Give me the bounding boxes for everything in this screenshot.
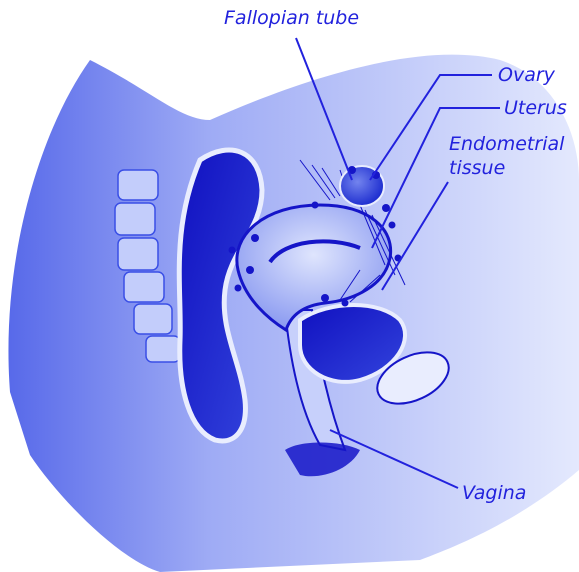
- label-endometrial-line2: tissue: [449, 157, 505, 179]
- label-uterus: Uterus: [504, 97, 567, 119]
- label-endometrial-line1: Endometrial: [449, 133, 565, 155]
- label-ovary: Ovary: [498, 64, 556, 86]
- label-fallopian-tube: Fallopian tube: [224, 7, 359, 29]
- label-vagina: Vagina: [462, 482, 526, 504]
